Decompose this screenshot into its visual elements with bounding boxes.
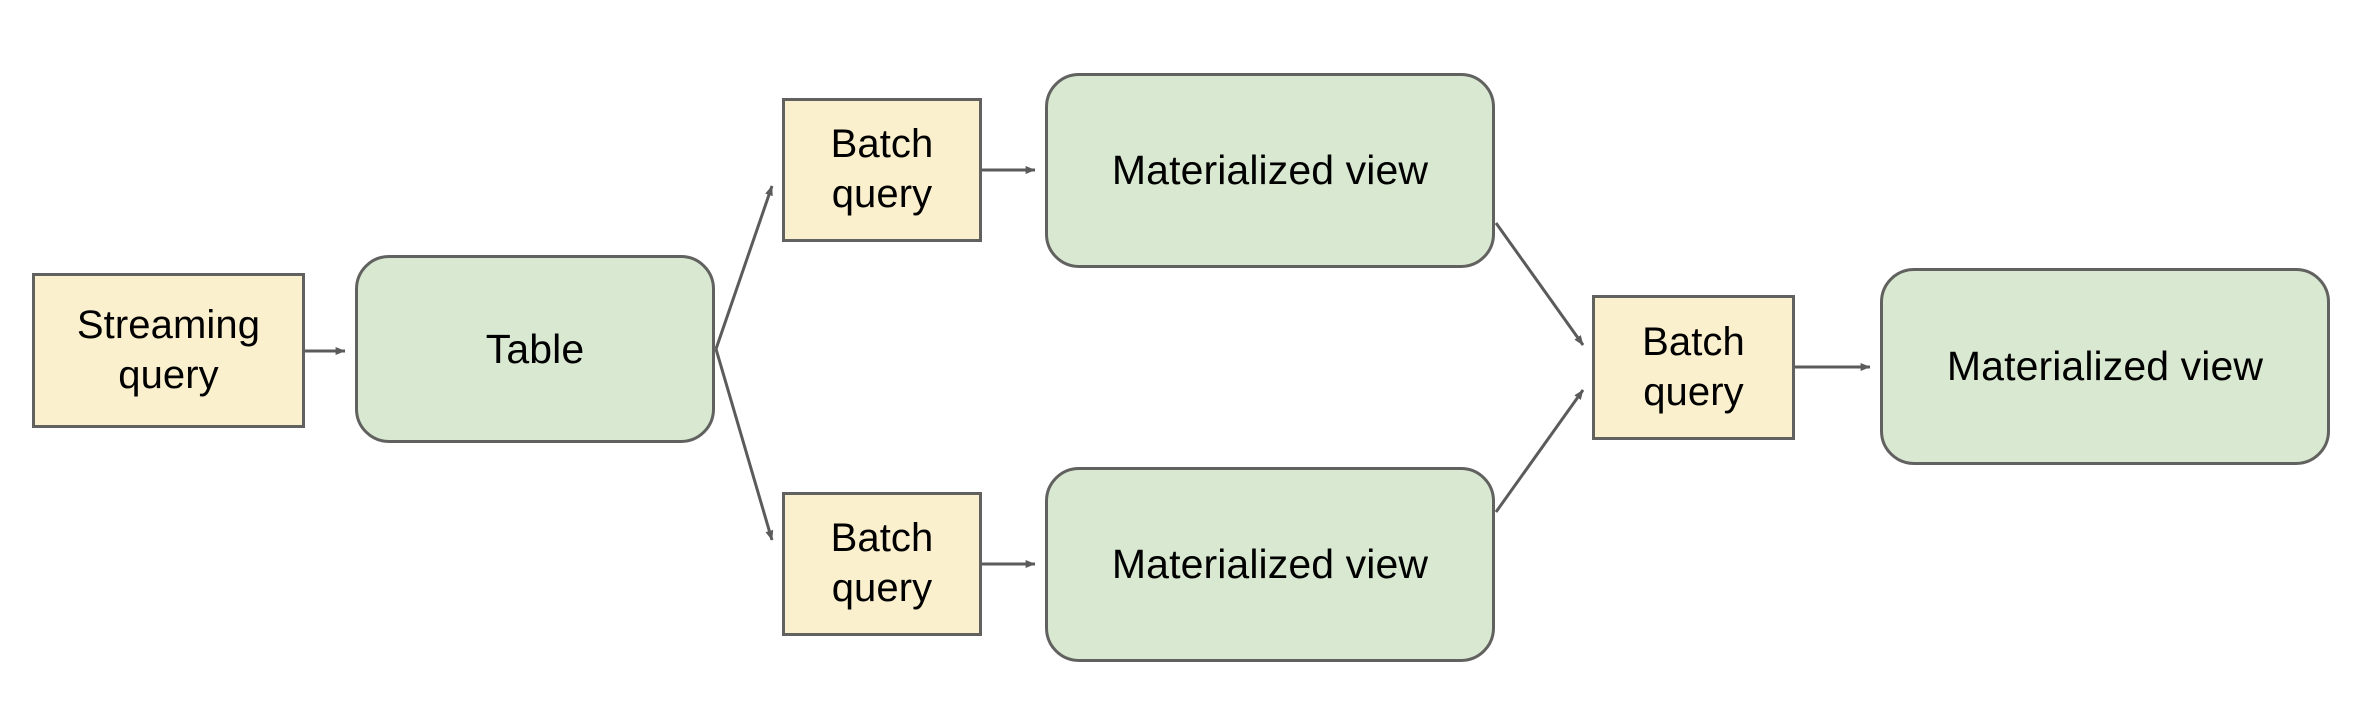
node-batch-query-top[interactable]: Batch query (782, 98, 982, 242)
node-materialized-view-right[interactable]: Materialized view (1880, 268, 2330, 465)
node-streaming-query[interactable]: Streaming query (32, 273, 305, 428)
edge-table-to-batch-query-top (714, 185, 774, 350)
node-materialized-view-bottom[interactable]: Materialized view (1045, 467, 1495, 662)
node-batch-query-bottom[interactable]: Batch query (782, 492, 982, 636)
node-table[interactable]: Table (355, 255, 715, 443)
edge-materialized-view-top-to-batch-query-middle (1494, 222, 1585, 346)
node-batch-query-middle[interactable]: Batch query (1592, 295, 1795, 440)
edge-materialized-view-bottom-to-batch-query-middle (1494, 389, 1585, 513)
edge-table-to-batch-query-bottom (714, 348, 774, 541)
node-materialized-view-top[interactable]: Materialized view (1045, 73, 1495, 268)
